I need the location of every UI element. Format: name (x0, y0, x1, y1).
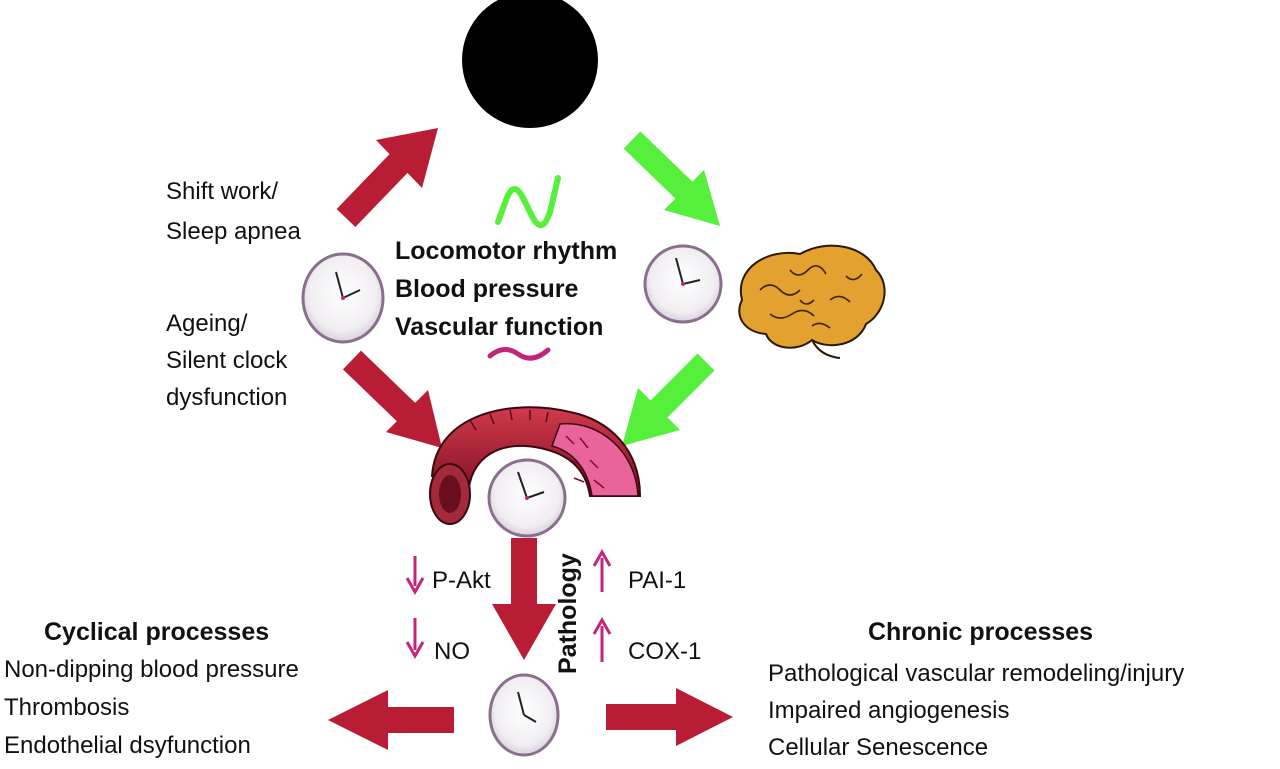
factor-shift-work: Shift work/ (166, 178, 279, 205)
rhythm-vascular-function: Vascular function (395, 313, 604, 341)
down-arrow-icon (405, 556, 425, 596)
arrow-down-center (492, 538, 556, 660)
blood-vessel-icon (429, 406, 642, 525)
clock-icon (487, 458, 567, 538)
arrow-to-vessel (342, 350, 442, 448)
brain-icon (738, 244, 886, 359)
pathology-label: Pathology (554, 553, 582, 674)
up-arrow-icon (592, 616, 612, 662)
arrow-night-to-brain (623, 131, 720, 226)
cyclical-item: Thrombosis (4, 694, 130, 721)
chronic-title: Chronic processes (868, 618, 1094, 646)
chronic-item: Cellular Senescence (768, 734, 989, 761)
arrow-brain-to-vessel (622, 353, 715, 446)
molecule-no: NO (434, 638, 470, 665)
up-arrow-icon (592, 548, 612, 592)
molecule-cox-1: COX-1 (628, 638, 702, 665)
cyclical-item: Endothelial dsyfunction (4, 732, 251, 759)
molecule-p-akt: P-Akt (432, 567, 491, 594)
cyclical-item: Non-dipping blood pressure (4, 656, 299, 683)
rhythm-wave-green (495, 175, 561, 228)
rhythm-wave-flat (487, 347, 551, 361)
cyclical-title: Cyclical processes (44, 618, 270, 646)
factor-dysfunction: dysfunction (166, 384, 288, 411)
chronic-item: Pathological vascular remodeling/injury (768, 660, 1185, 687)
arrow-to-cyclical (328, 690, 454, 750)
down-arrow-icon (405, 618, 425, 660)
factor-ageing: Ageing/ (166, 310, 248, 337)
clock-icon (301, 252, 385, 344)
rhythm-locomotor: Locomotor rhythm (395, 237, 618, 265)
factor-silent-clock: Silent clock (166, 347, 288, 374)
factor-sleep-apnea: Sleep apnea (166, 218, 301, 245)
crescent-moon-icon (462, 0, 598, 128)
arrow-to-chronic (606, 688, 733, 746)
arrow-to-night (336, 128, 438, 228)
chronic-item: Impaired angiogenesis (768, 697, 1010, 724)
clock-icon (643, 244, 723, 324)
rhythm-blood-pressure: Blood pressure (395, 275, 579, 303)
molecule-pai-1: PAI-1 (628, 567, 687, 594)
clock-icon (488, 673, 560, 757)
